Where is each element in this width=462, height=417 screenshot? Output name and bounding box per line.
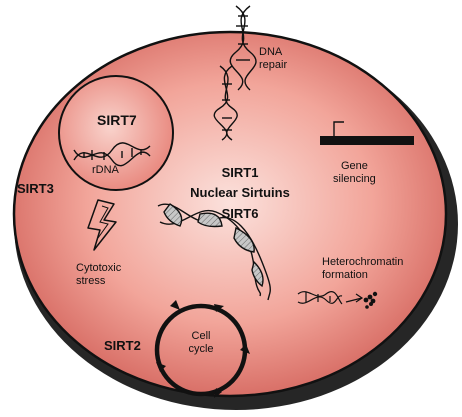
lightning-bolt-icon	[87, 199, 117, 251]
sirt7-label: SIRT7	[97, 112, 137, 128]
heterochromatin-helix-icon	[297, 291, 343, 305]
sirt2-label: SIRT2	[104, 338, 141, 353]
gene-silencing-line-2: silencing	[333, 172, 376, 185]
heterochromatin-line-2: formation	[322, 268, 368, 281]
heterochromatin-line-1: Heterochromatin	[322, 256, 404, 268]
lightning-bolt-icon-inner	[97, 205, 109, 239]
cell-cycle-icon	[154, 300, 250, 398]
dna-repair-label: DNA repair	[259, 46, 287, 71]
heterochromatin-label: Heterochromatin formation	[322, 256, 403, 281]
cell-cycle-label: Cell cycle	[176, 330, 226, 355]
condensed-chromatin-icon	[363, 291, 378, 309]
gene-silencing-label: Gene silencing	[333, 160, 376, 185]
cell-cycle-line-1: Cell	[191, 330, 211, 342]
sirt1-label: SIRT1	[221, 165, 259, 180]
gene-silencing-line-1: Gene	[340, 160, 368, 172]
cell-cycle-line-2: cycle	[188, 342, 214, 355]
rdna-label: rDNA	[92, 164, 119, 176]
cytotoxic-stress-label: Cytotoxic stress	[76, 262, 121, 287]
nucleolus	[58, 75, 174, 191]
condensation-arrow-icon	[345, 293, 364, 303]
dna-repair-line-1: DNA	[259, 46, 283, 58]
nuclear-sirtuins-title: Nuclear Sirtuins	[190, 185, 290, 200]
central-dna-helix-icon	[157, 203, 271, 301]
sirt3-label: SIRT3	[17, 181, 54, 196]
cytotoxic-stress-line-2: stress	[76, 274, 106, 287]
gene-promoter-icon	[320, 121, 414, 145]
dna-repair-line-2: repair	[259, 58, 288, 71]
rdna-helix-icon	[73, 142, 151, 167]
cytotoxic-stress-line-1: Cytotoxic	[76, 262, 122, 274]
sirt6-label: SIRT6	[221, 206, 259, 221]
dna-repair-helix-icon	[213, 5, 257, 141]
